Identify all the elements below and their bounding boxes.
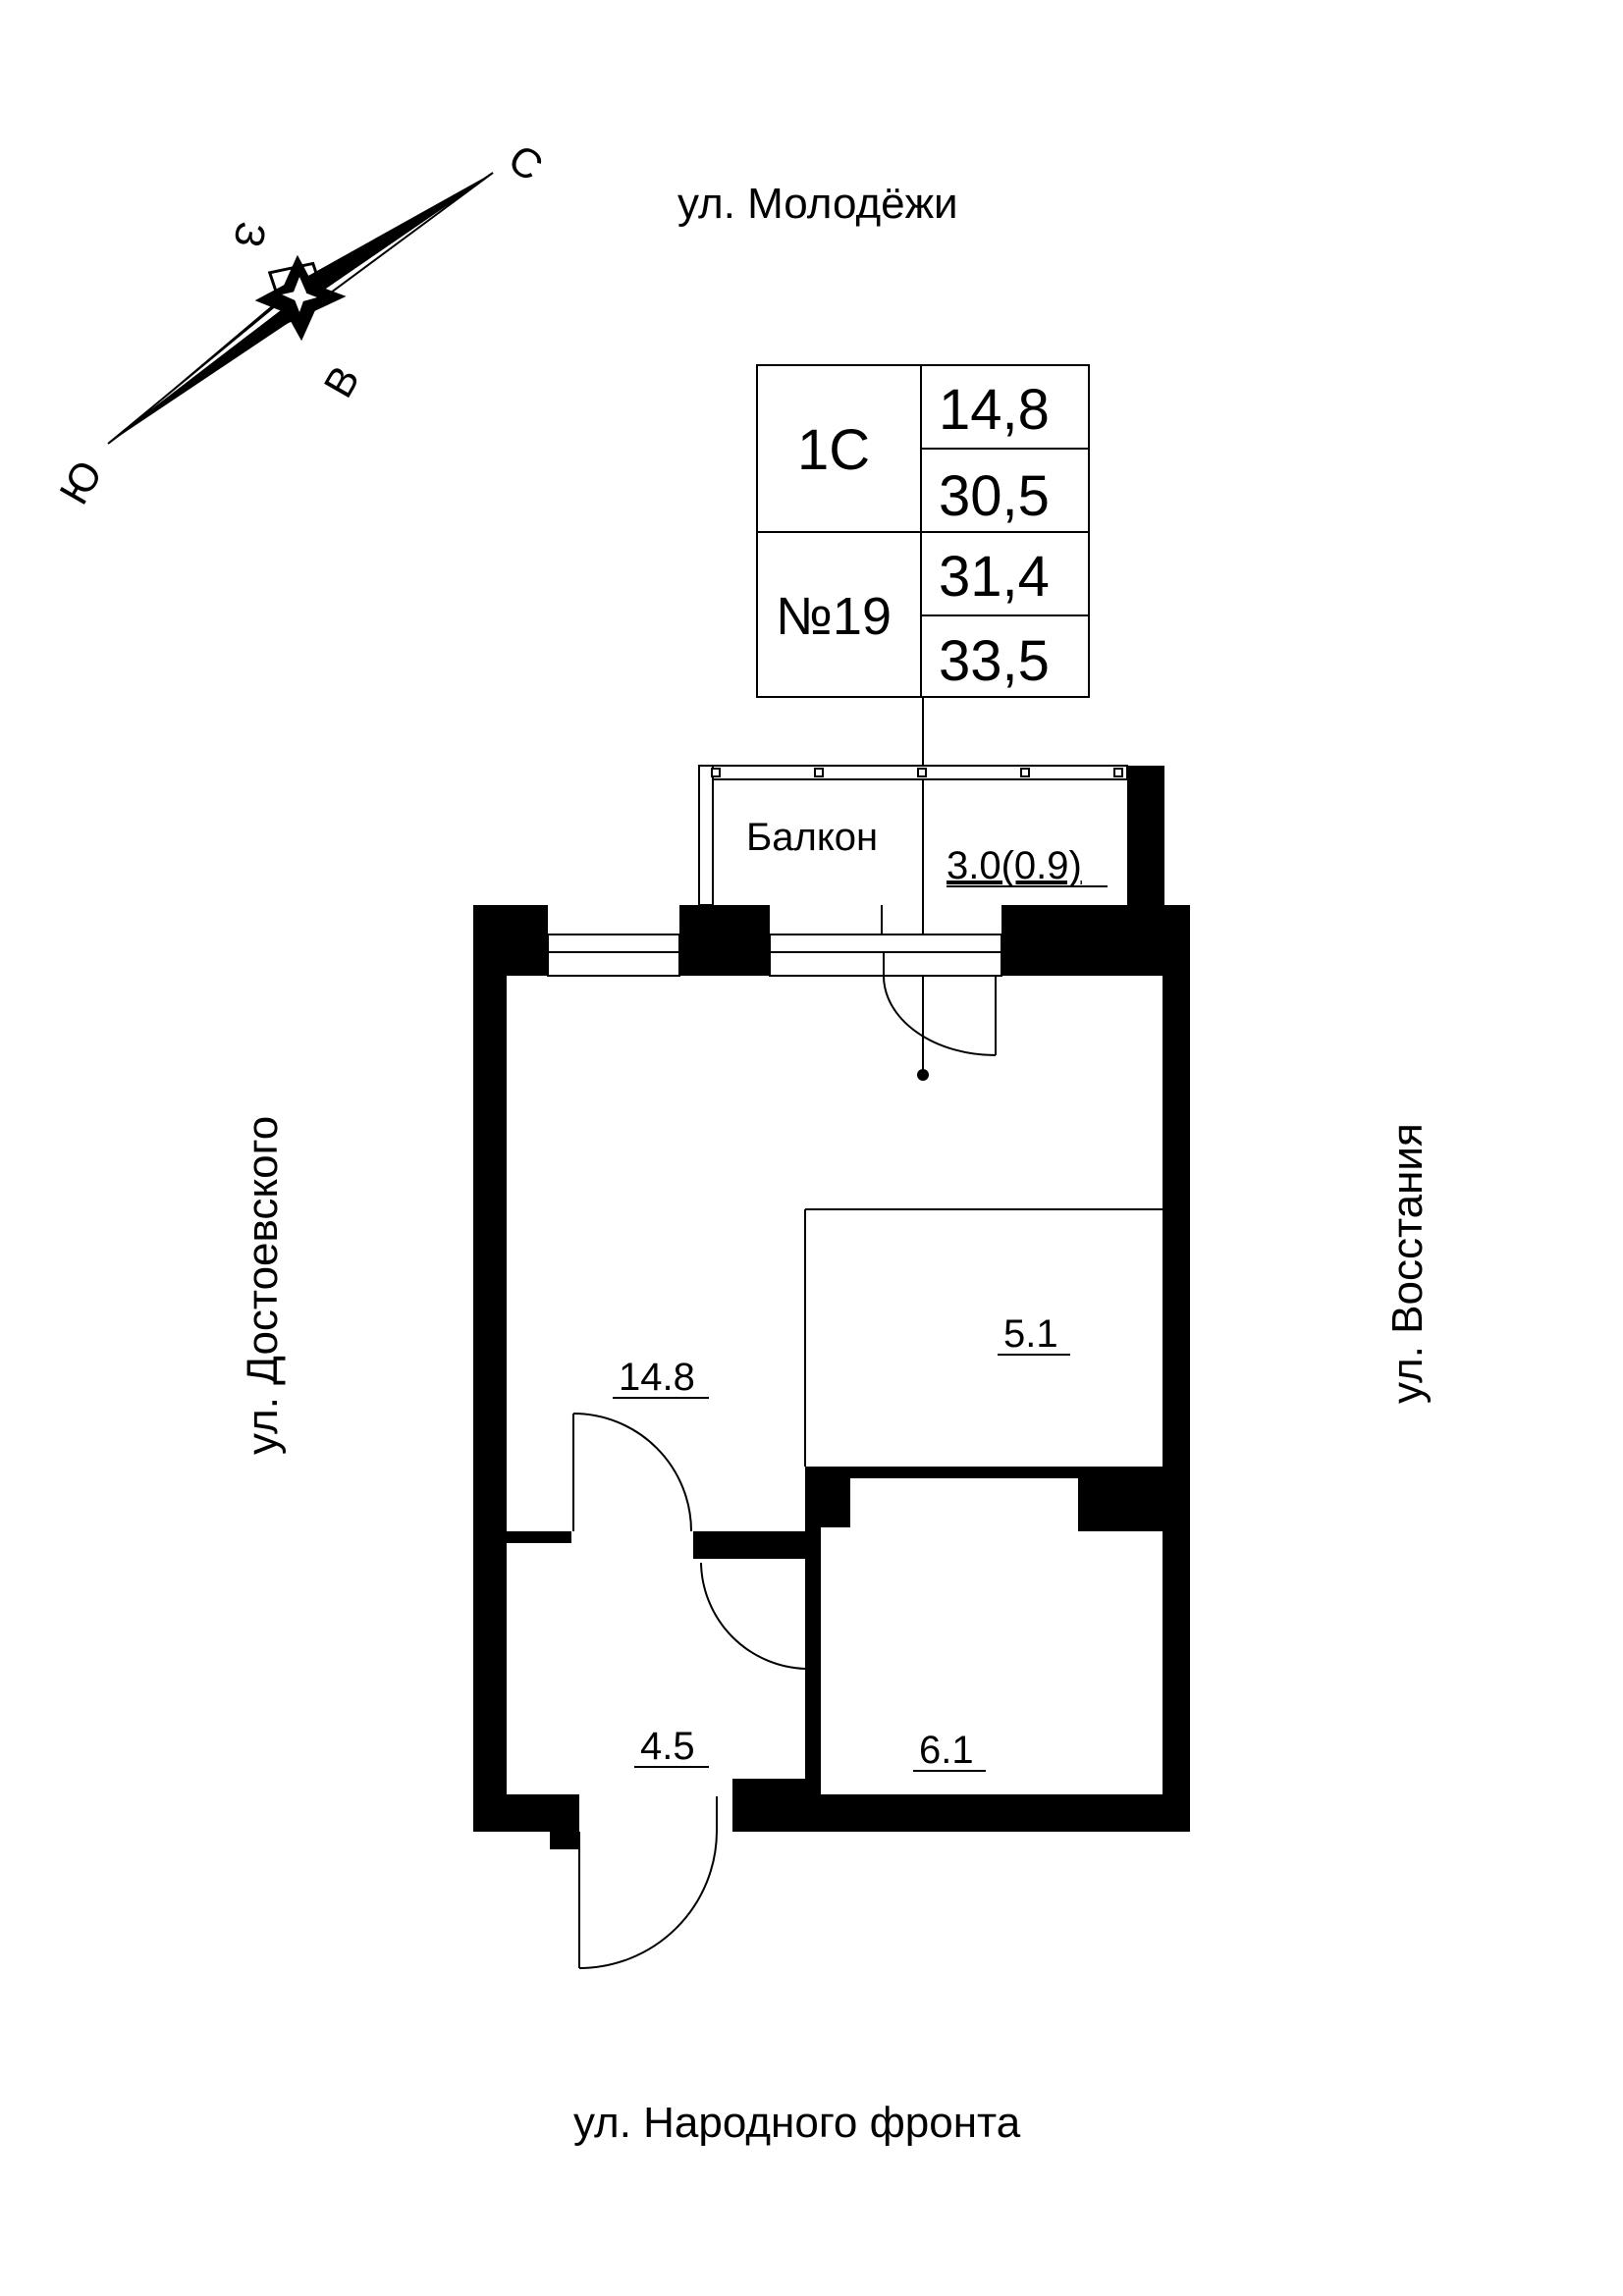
balcony: Балкон 3.0(0.9) [698, 765, 1164, 906]
compass-needle-north [291, 173, 493, 305]
apartment-type: 1С [797, 418, 870, 482]
compass-rose-icon: С З В Ю [50, 135, 551, 512]
hall-area-label: 4.5 [640, 1725, 695, 1768]
leader-dot [917, 1069, 929, 1081]
compass-south-label: Ю [50, 453, 111, 511]
kitchen-niche [804, 1208, 1163, 1467]
exterior-walls [473, 905, 1190, 1849]
area-value-3: 31,4 [939, 545, 1050, 609]
compass-east-label: В [314, 358, 368, 405]
street-right: ул. Восстания [1383, 1123, 1432, 1404]
street-bottom: ул. Народного фронта [573, 2099, 1021, 2147]
compass-north-label: С [501, 135, 552, 190]
street-left: ул. Достоевского [239, 1116, 287, 1455]
windows [547, 905, 1002, 977]
compass-west-label: З [225, 219, 275, 251]
balcony-area: 3.0(0.9) [947, 844, 1082, 887]
bath-door [700, 1562, 806, 1670]
balcony-label: Балкон [746, 816, 878, 859]
area-value-4: 33,5 [939, 629, 1050, 693]
balcony-door [883, 952, 997, 1056]
bath-area-label: 6.1 [919, 1729, 974, 1772]
street-top: ул. Молодёжи [677, 180, 958, 228]
living-door [572, 1413, 692, 1532]
area-value-1: 14,8 [939, 378, 1050, 442]
interior-walls [507, 1467, 1163, 1806]
kitchen-area-label: 5.1 [1003, 1312, 1058, 1356]
apartment-info-box: 1С №19 14,8 30,5 31,4 33,5 [756, 364, 1090, 698]
entrance-door [578, 1796, 718, 1969]
apartment-number: №19 [776, 587, 892, 646]
living-area-label: 14.8 [619, 1356, 695, 1399]
area-value-2: 30,5 [939, 464, 1050, 528]
